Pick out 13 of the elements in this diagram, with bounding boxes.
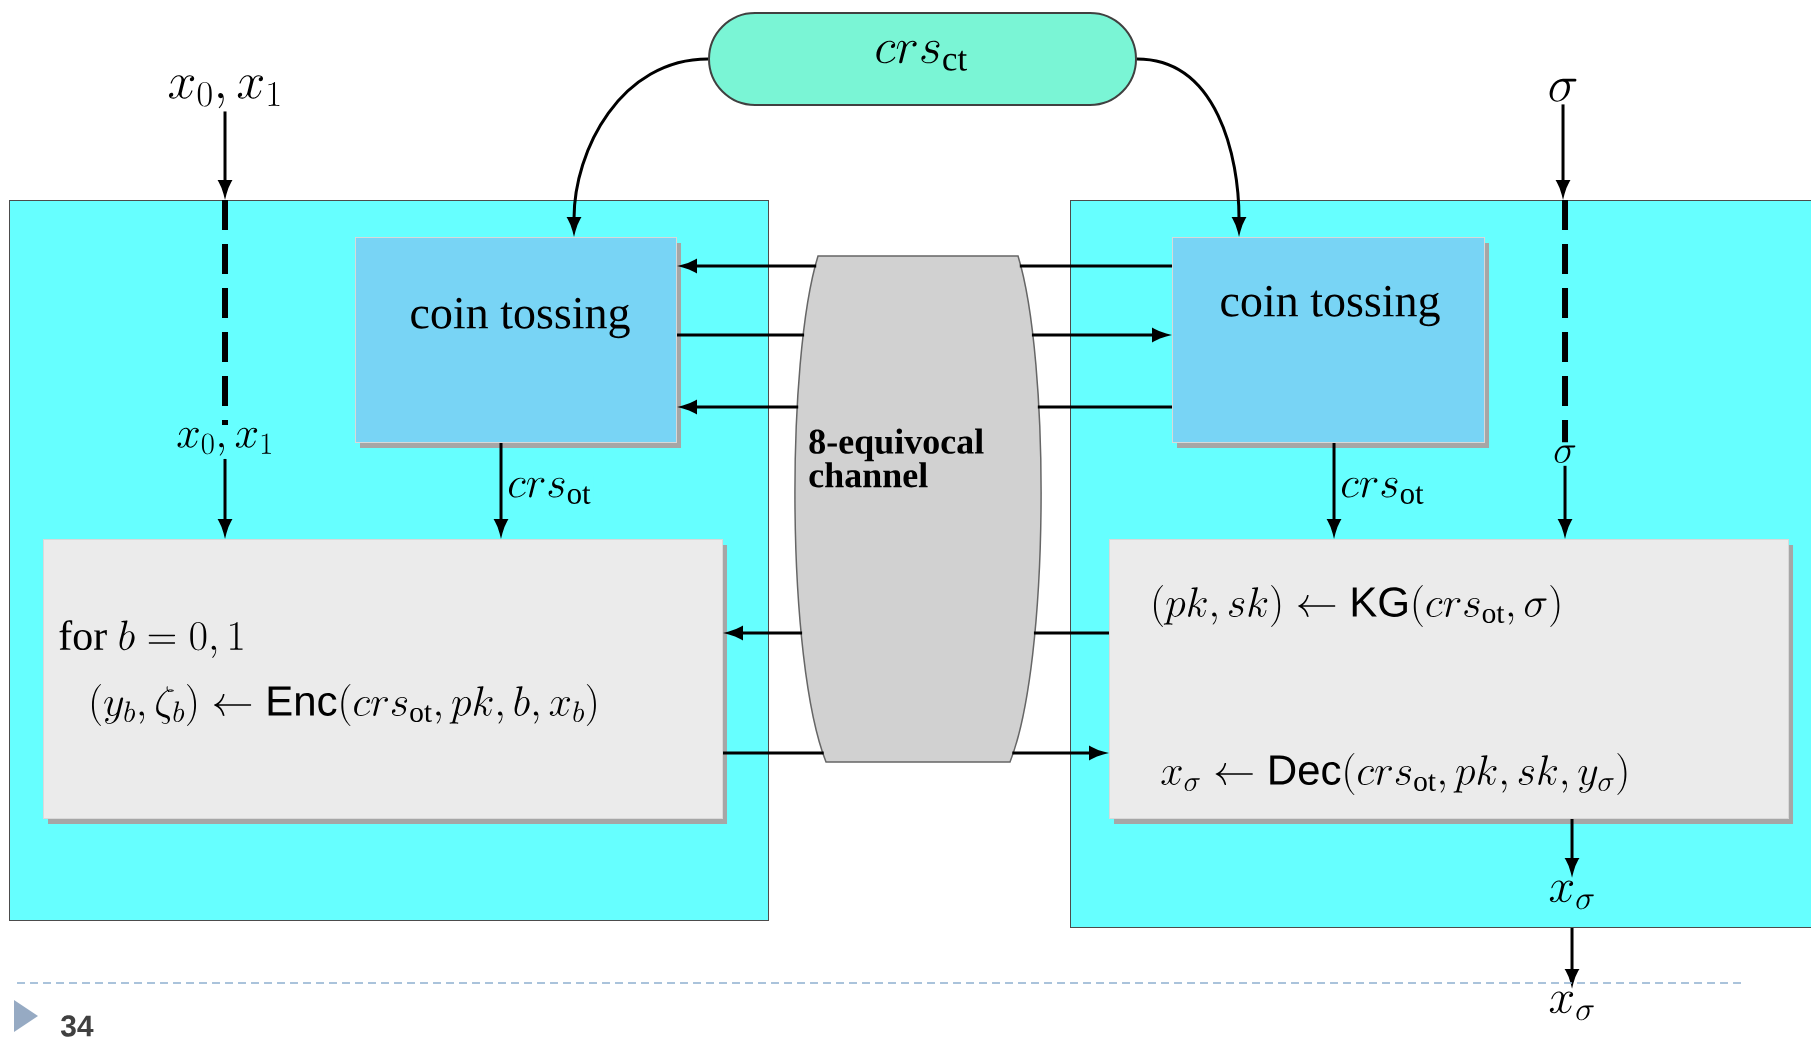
output-label: $x_\sigma$ [1549, 991, 1594, 1021]
process-box: coin tossing [355, 237, 681, 448]
output-label: $x_\sigma$ [1549, 880, 1594, 910]
pill-box: $crs_{\mathrm{ct}}$ [708, 12, 1137, 106]
process-box: $\mbox{for }b=0,1$ $(y_b,\zeta_b)\leftarrow\mathsf{Enc}(crs_{\mathrm{ot}},pk,b,x_b)$ [43, 539, 727, 824]
page-number: 34 [60, 1015, 94, 1037]
input-label: $x_0,x_1$ [168, 75, 280, 109]
input-label: $\sigma$ [1549, 78, 1577, 102]
edge-label: $crs_{\mathrm{ot}}$ [1338, 476, 1427, 506]
process-box: coin tossing [1172, 237, 1489, 448]
input-label: $\sigma$ [1554, 445, 1576, 464]
edge-label: $crs_{\mathrm{ot}}$ [505, 476, 594, 506]
input-label: $x_0,x_1$ [177, 427, 271, 456]
